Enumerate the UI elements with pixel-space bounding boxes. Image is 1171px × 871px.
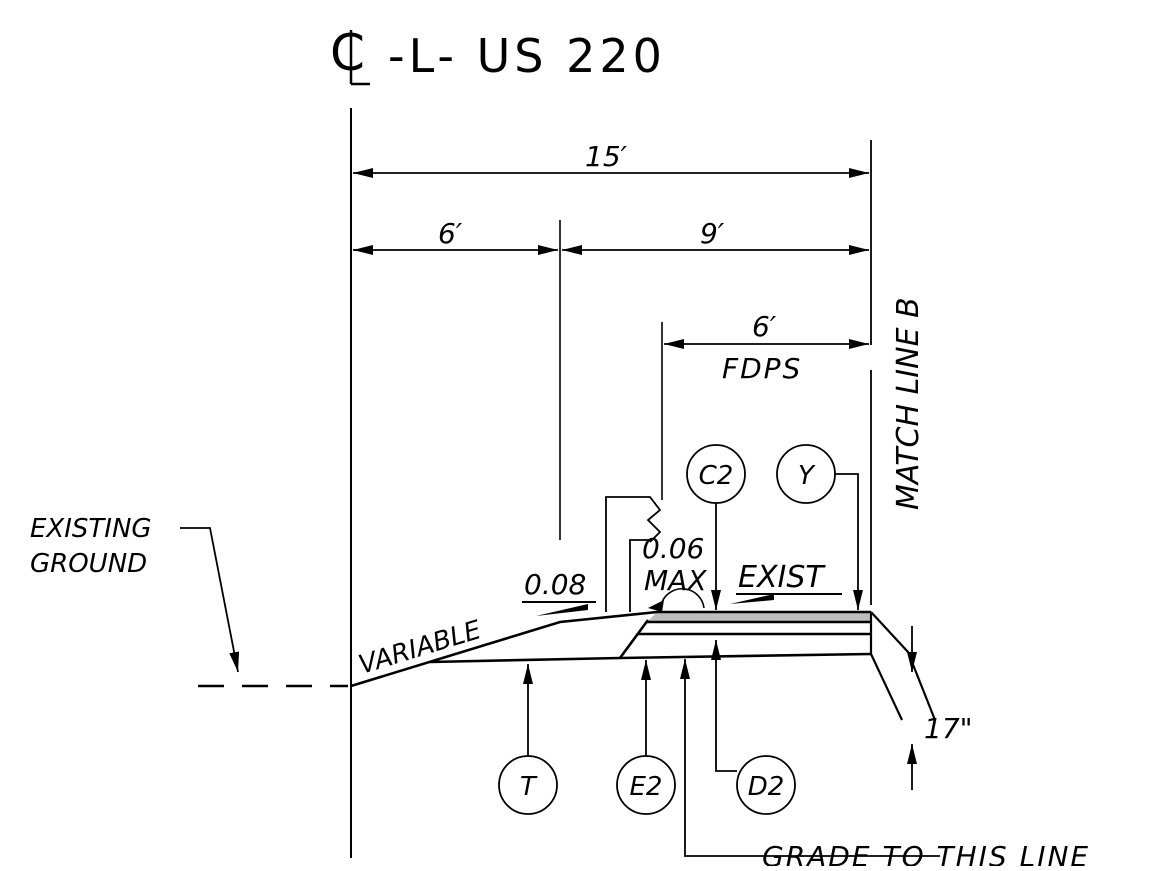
grade-to-this-line-label: GRADE TO THIS LINE [762,840,1090,866]
slope-008-arrow [536,604,588,616]
exist-arrow [730,594,774,604]
dimension-right-label: 9′ [700,217,725,250]
dimension-left-label: 6′ [438,217,463,250]
slope-006-leader-inner [629,539,650,612]
existing-ground-leader [180,527,240,673]
svg-text:C: C [330,24,365,82]
variable-label: VARIABLE [355,615,485,681]
centerline-symbol: C [330,24,370,86]
callout-d2-leader [711,640,737,772]
angle-arc [661,588,705,609]
callout-e2-label: E2 [630,772,663,802]
callout-c2-label: C2 [699,461,734,491]
existing-ground-line2: GROUND [30,549,147,579]
dimension-fdps-label: 6′ [752,310,777,343]
angle-arrow [648,600,664,612]
callout-d2-label: D2 [748,772,785,802]
max-label: MAX [644,564,707,597]
match-line-label: MATCH LINE B [891,297,926,510]
fdps-label: FDPS [722,352,802,385]
dimension-overall-label: 15′ [585,140,628,173]
existing-ground-line1: EXISTING [30,514,152,544]
depth-label: 17" [924,712,973,745]
callout-d2-circle [736,755,796,815]
callout-t-label: T [520,772,538,802]
slope-006-label: 0.06 [642,532,704,565]
grade-leader [680,659,940,857]
callout-y-label: Y [798,461,816,491]
surface-course-hatch [647,612,871,622]
slope-008-label: 0.08 [524,568,586,601]
road-title: -L- US 220 [388,29,666,83]
pavement-section [350,610,937,721]
exist-label: EXIST [738,560,826,595]
callout-y-leader [835,473,863,610]
slope-006-leader [605,496,662,612]
